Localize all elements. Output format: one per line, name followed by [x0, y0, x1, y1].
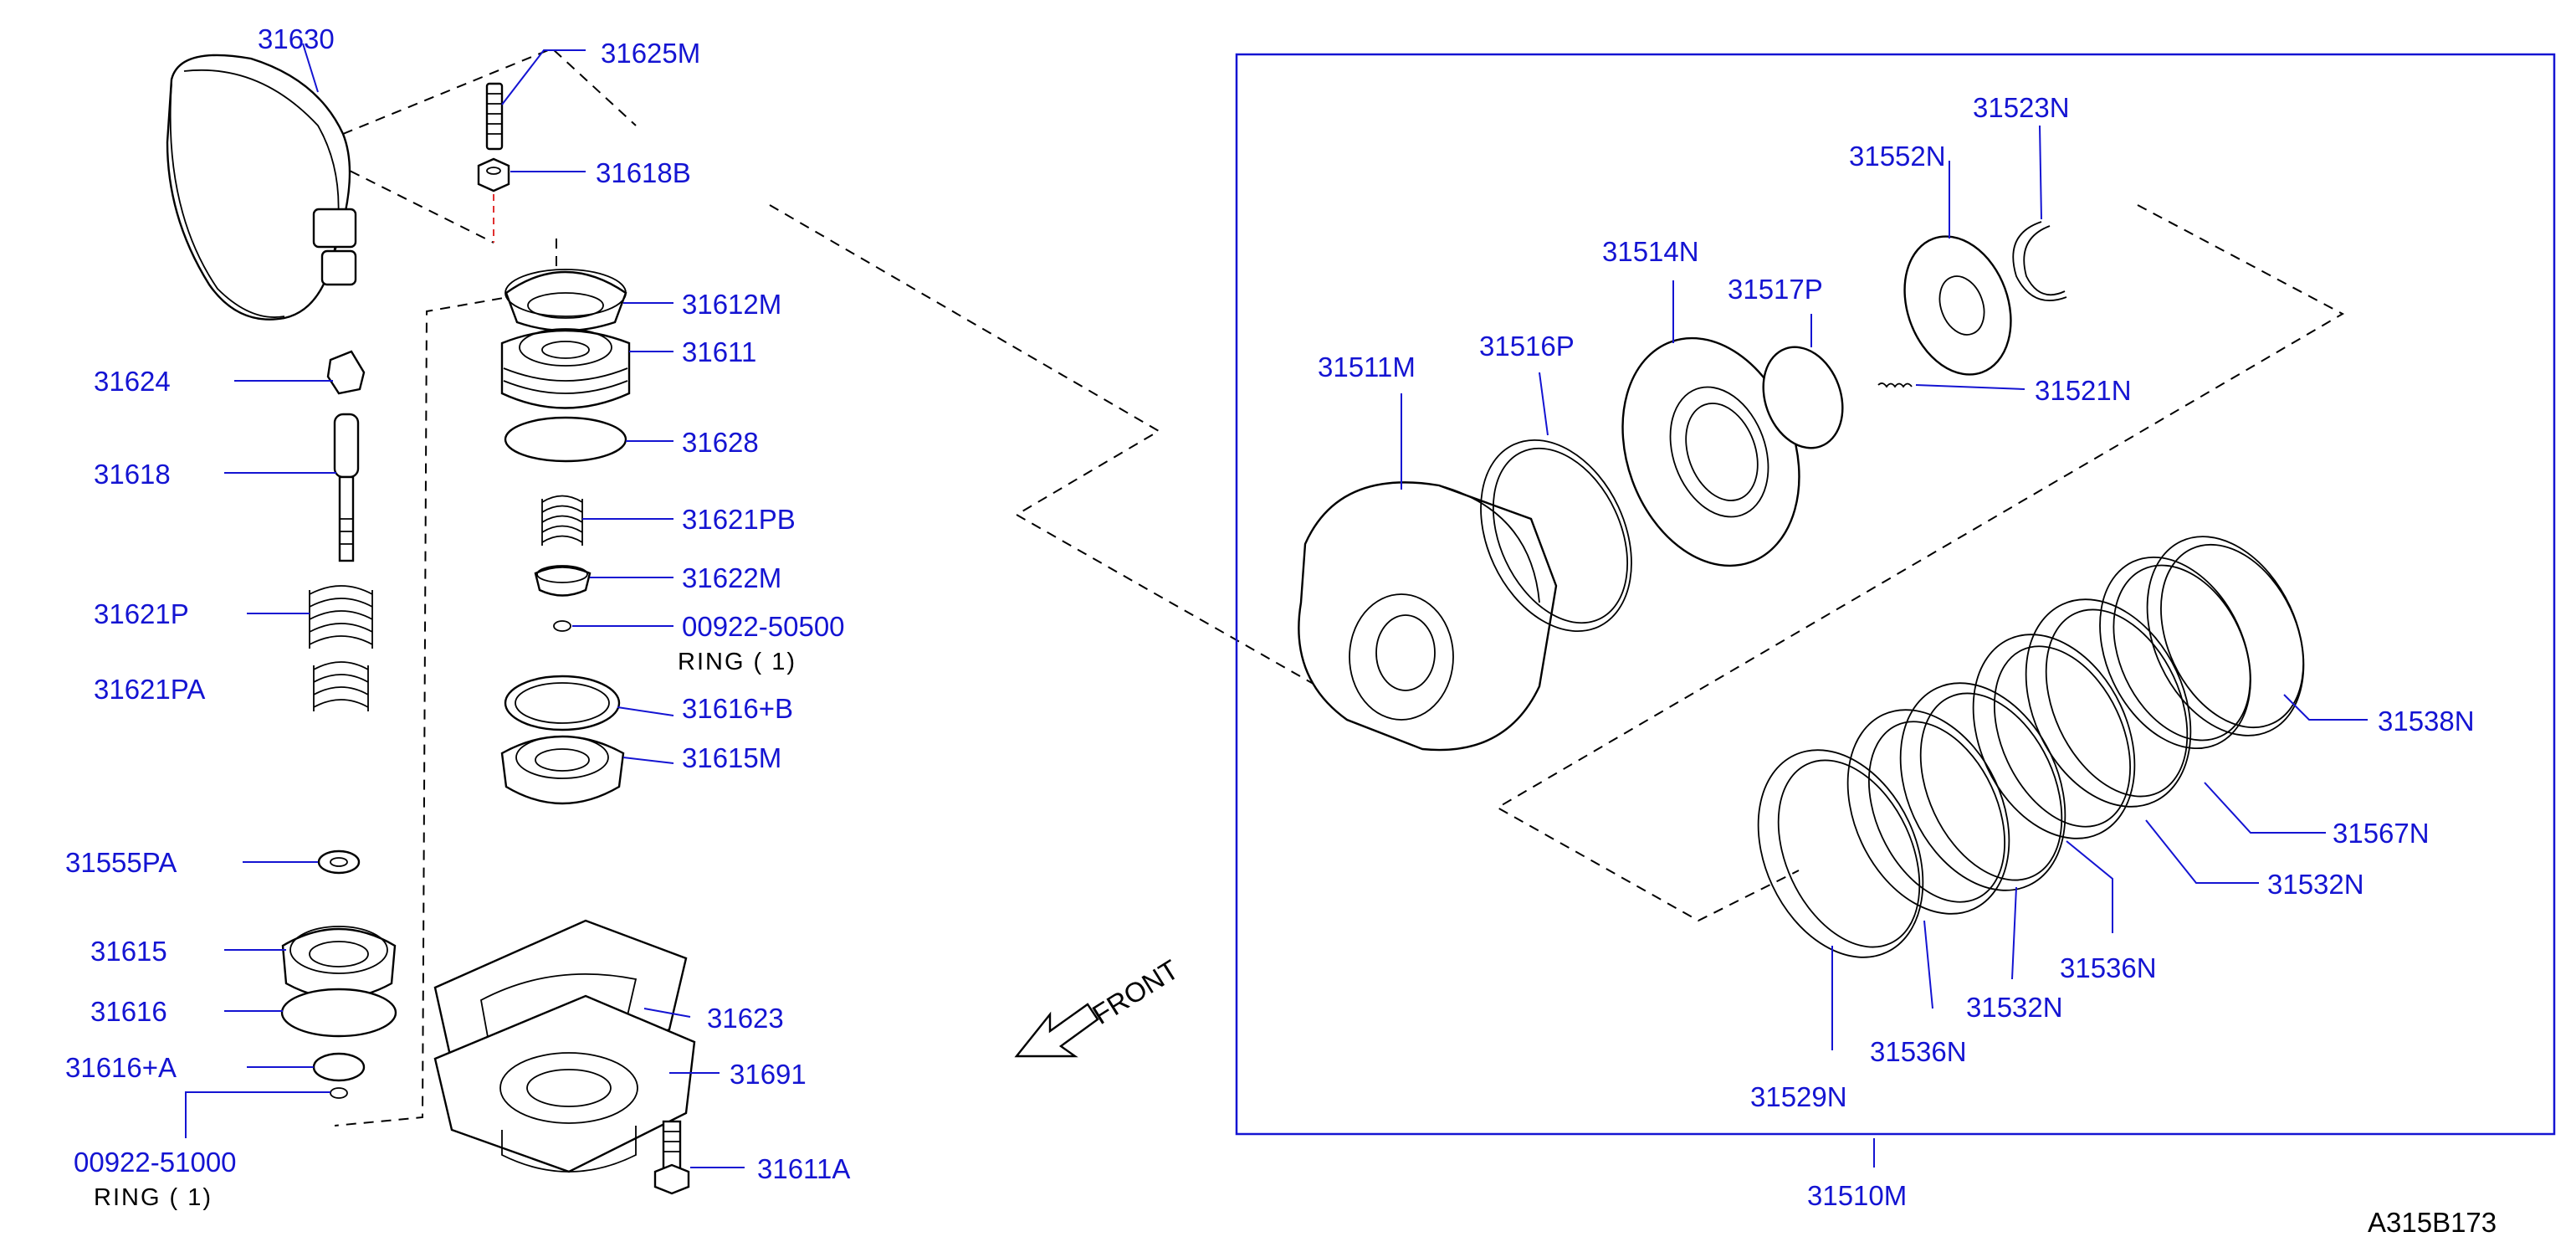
- servo-piston-31615-part: [281, 926, 397, 999]
- label-31691: 31691: [730, 1059, 807, 1090]
- label-31538N: 31538N: [2378, 706, 2475, 736]
- spring-retainer-plate-part: [1903, 235, 2012, 376]
- label-31621PA: 31621PA: [94, 674, 205, 705]
- label-31624: 31624: [94, 366, 171, 397]
- snap-ring-bottom-part: [330, 1087, 348, 1099]
- servo-piston-part: [500, 328, 631, 409]
- label-31630: 31630: [258, 23, 335, 54]
- clutch-assembly-box: [1235, 53, 2556, 1136]
- label-31536N-a: 31536N: [2060, 952, 2157, 983]
- label-31616B: 31616+B: [682, 693, 793, 724]
- label-31555PA: 31555PA: [65, 847, 177, 878]
- label-31625M: 31625M: [601, 38, 700, 69]
- label-31514N: 31514N: [1602, 236, 1699, 267]
- label-31621P: 31621P: [94, 598, 189, 629]
- front-arrow-icon: [1014, 1003, 1099, 1058]
- label-31615: 31615: [90, 936, 167, 967]
- label-31510M: 31510M: [1807, 1180, 1907, 1211]
- label-31611: 31611: [682, 336, 756, 367]
- label-00922-51000: 00922-51000: [74, 1147, 237, 1178]
- label-ring-top: RING ( 1): [678, 649, 796, 675]
- bolt-part: [653, 1120, 690, 1195]
- label-31628: 31628: [682, 427, 759, 458]
- label-31567N: 31567N: [2333, 818, 2430, 849]
- spring-p-part: [309, 585, 373, 649]
- label-31552N: 31552N: [1849, 141, 1946, 172]
- label-31618: 31618: [94, 459, 171, 490]
- spring-retainer-part: [534, 565, 592, 597]
- servo-cover-31691-part: [433, 994, 696, 1173]
- snap-ring-n-part: [2012, 221, 2067, 301]
- label-front: FRONT: [1087, 953, 1184, 1030]
- clutch-drum-part: [1298, 481, 1558, 752]
- lock-nut-part: [477, 157, 510, 243]
- label-31615M: 31615M: [682, 742, 781, 773]
- clutch-plates-stack: [1757, 536, 2305, 958]
- anchor-end-part: [326, 350, 366, 395]
- label-31623: 31623: [707, 1003, 784, 1034]
- leader-lines: [185, 43, 2368, 1168]
- return-spring-n-part: [1877, 382, 1913, 388]
- label-31536N-b: 31536N: [1870, 1036, 1967, 1067]
- adjusting-stud-part: [485, 82, 504, 151]
- seal-ring-b-part: [504, 675, 621, 731]
- label-31616A: 31616+A: [65, 1052, 177, 1083]
- servo-cover-part: [504, 269, 627, 332]
- seal-31616-part: [280, 988, 397, 1038]
- assembly-dashed-lines: [334, 47, 2345, 1127]
- label-31611A: 31611A: [757, 1153, 850, 1184]
- part-labels: 31630 31625M 31618B 31612M 31611 31628 3…: [65, 23, 2497, 1238]
- label-31529N: 31529N: [1750, 1081, 1847, 1112]
- diagram-code: A315B173: [2368, 1207, 2497, 1238]
- label-00922-50500: 00922-50500: [682, 611, 845, 642]
- snap-ring-small-part: [553, 620, 571, 632]
- label-31517P: 31517P: [1728, 274, 1823, 305]
- label-31523N: 31523N: [1973, 92, 2070, 123]
- label-31618B: 31618B: [596, 157, 691, 188]
- label-31616: 31616: [90, 996, 167, 1027]
- label-31621PB: 31621PB: [682, 504, 796, 535]
- seal-31616a-part: [312, 1052, 366, 1082]
- piston-seal-part: [1762, 346, 1844, 449]
- label-31532N-b: 31532N: [1966, 992, 2063, 1023]
- label-31622M: 31622M: [682, 562, 781, 593]
- label-31532N-a: 31532N: [2267, 869, 2364, 900]
- spring-pa-part: [313, 661, 369, 711]
- washer-part: [317, 849, 361, 875]
- clutch-snap-ring-p-part: [1480, 439, 1632, 633]
- seal-ring-part: [504, 416, 627, 463]
- label-31612M: 31612M: [682, 289, 781, 320]
- label-31511M: 31511M: [1318, 352, 1416, 382]
- label-31521N: 31521N: [2035, 375, 2132, 406]
- servo-rod-part: [333, 413, 360, 562]
- brake-band-part: [166, 54, 357, 321]
- label-31516P: 31516P: [1479, 331, 1575, 362]
- return-spring-part: [541, 495, 583, 546]
- servo-piston-m-part: [500, 735, 625, 805]
- label-ring-bottom: RING ( 1): [94, 1184, 213, 1211]
